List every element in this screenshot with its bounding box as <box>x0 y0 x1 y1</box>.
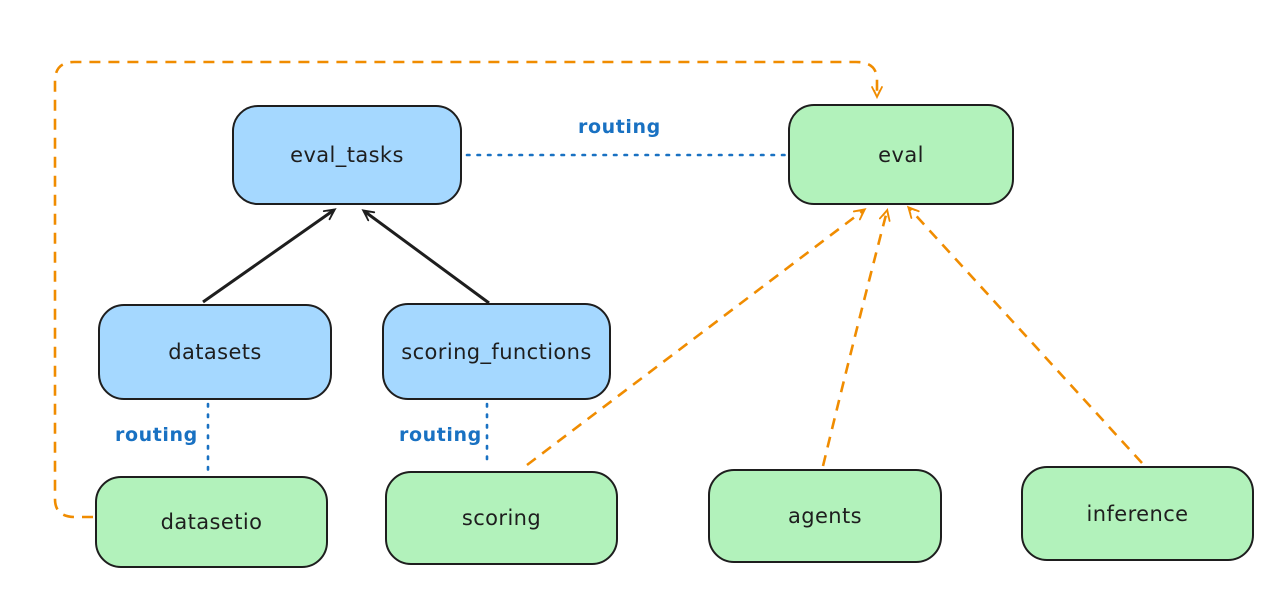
routing-label-datasets-datasetio: routing <box>115 424 198 446</box>
node-scoring-functions-label: scoring_functions <box>401 339 592 364</box>
node-agents[interactable]: agents <box>708 469 942 563</box>
edge-scoring-functions-to-eval-tasks <box>361 209 490 305</box>
edge-datasets-to-eval-tasks <box>202 208 337 304</box>
node-inference-label: inference <box>1086 501 1189 526</box>
edge-inference-to-eval <box>906 205 1143 464</box>
node-scoring[interactable]: scoring <box>385 471 618 565</box>
node-eval-tasks-label: eval_tasks <box>290 143 404 167</box>
node-datasetio[interactable]: datasetio <box>95 476 328 568</box>
node-eval[interactable]: eval <box>788 104 1014 205</box>
edge-agents-to-eval <box>821 207 891 467</box>
routing-label-scoring-functions-scoring: routing <box>399 424 482 446</box>
node-scoring-functions[interactable]: scoring_functions <box>382 303 611 400</box>
node-agents-label: agents <box>787 504 862 528</box>
node-scoring-label: scoring <box>461 506 542 530</box>
routing-label-eval-tasks-eval: routing <box>578 116 661 138</box>
edge-datasetio-to-eval <box>53 60 883 519</box>
node-eval-label: eval <box>878 142 924 167</box>
node-inference[interactable]: inference <box>1021 466 1254 561</box>
node-datasetio-label: datasetio <box>160 510 263 534</box>
node-datasets-label: datasets <box>168 340 262 364</box>
node-datasets[interactable]: datasets <box>98 304 332 400</box>
node-eval-tasks[interactable]: eval_tasks <box>232 105 462 205</box>
